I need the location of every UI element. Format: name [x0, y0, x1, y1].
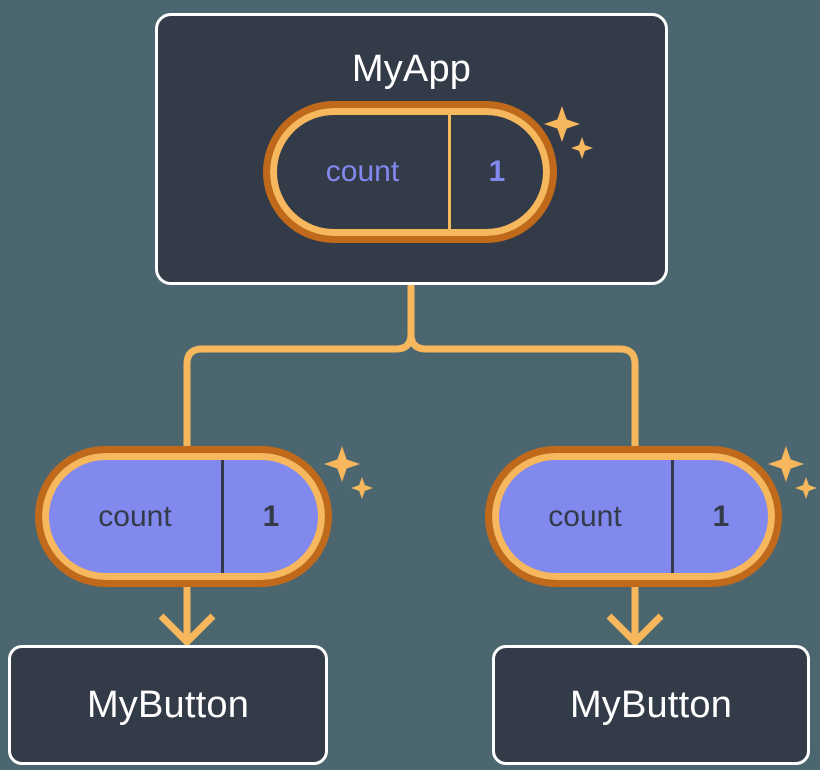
branch-wire-right	[407, 333, 639, 455]
arrow-head-left-icon	[158, 613, 216, 647]
component-title-mybutton-left: MyButton	[86, 684, 250, 726]
state-pill-myapp[interactable]: count 1	[263, 101, 557, 243]
component-card-mybutton-left[interactable]: MyButton	[8, 645, 328, 765]
state-key-label: count	[98, 499, 172, 533]
sparkle-icon	[324, 446, 373, 499]
state-value-label: 1	[712, 499, 730, 533]
component-title-myapp: MyApp	[351, 48, 472, 90]
state-value-label: 1	[262, 499, 280, 533]
state-key-label: count	[325, 155, 400, 188]
state-pill-divider	[448, 115, 451, 229]
state-pill-left[interactable]: count 1	[35, 446, 332, 587]
arrow-head-right-icon	[606, 613, 664, 647]
branch-wire	[183, 285, 415, 455]
component-card-mybutton-right[interactable]: MyButton	[492, 645, 810, 765]
state-pill-right[interactable]: count 1	[485, 446, 782, 587]
state-value-label: 1	[488, 155, 506, 188]
state-pill-divider	[671, 460, 674, 573]
component-title-mybutton-right: MyButton	[569, 684, 733, 726]
state-pill-divider	[221, 460, 224, 573]
state-key-label: count	[548, 499, 622, 533]
